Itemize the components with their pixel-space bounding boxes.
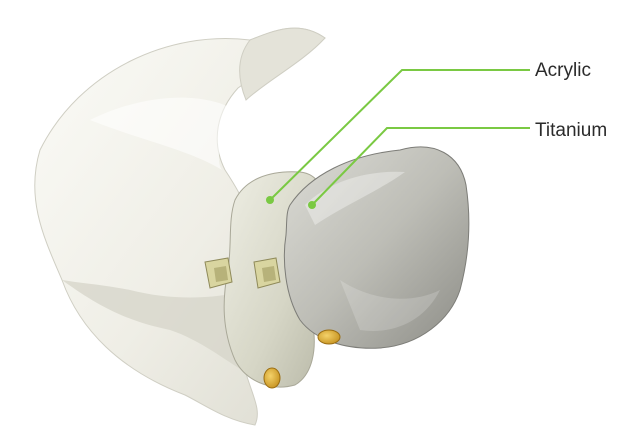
- gold-marker-2: [264, 368, 280, 388]
- screw-2: [254, 258, 280, 288]
- screw-1: [205, 258, 232, 288]
- titanium-label: Titanium: [535, 121, 607, 140]
- acrylic-label: Acrylic: [535, 61, 591, 80]
- gold-marker-1: [318, 330, 340, 344]
